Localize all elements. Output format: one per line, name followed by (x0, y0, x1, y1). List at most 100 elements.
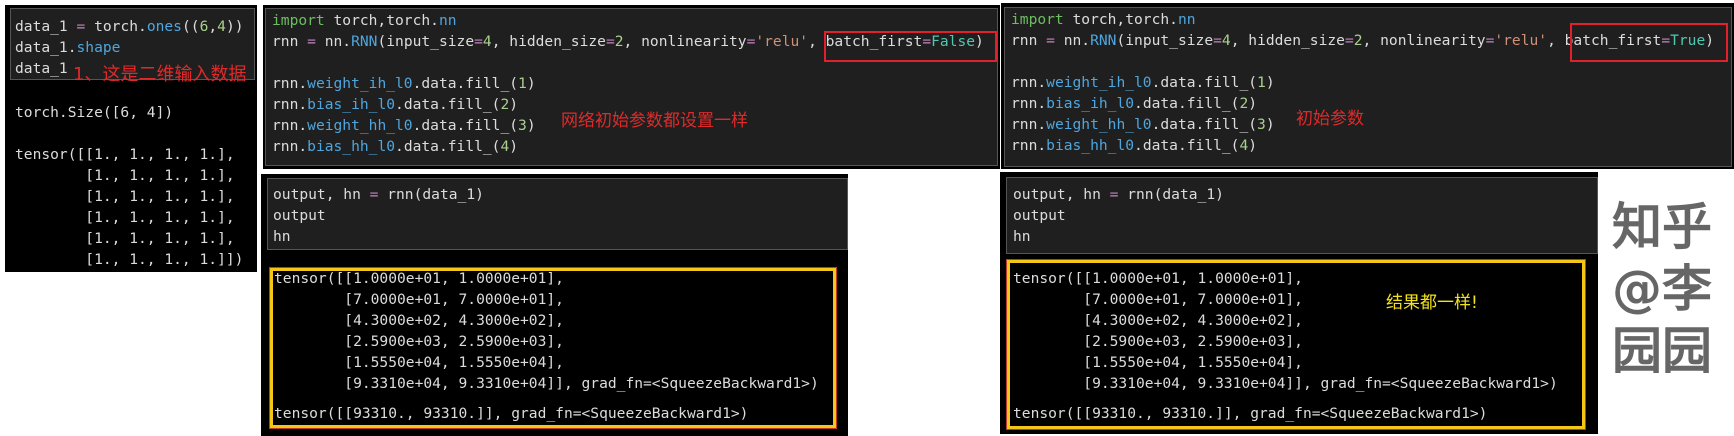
code-token: ) (1265, 116, 1275, 133)
code-token: .data.fill_( (1151, 74, 1258, 91)
code-line: [1., 1., 1., 1.], (15, 165, 243, 186)
code-token: torch,torch. (324, 12, 439, 29)
code-line: output (1013, 205, 1224, 226)
code-token: 'relu' (755, 33, 809, 50)
code-token: [7.0000e+01, 7.0000e+01], (1013, 291, 1303, 308)
code-token: rnn. (272, 75, 308, 92)
right-annotation: 初始参数 (1296, 109, 1364, 129)
code-line: rnn.bias_ih_l0.data.fill_(2) (1011, 93, 1714, 114)
code-token: [1.5550e+04, 1.5550e+04], (274, 354, 564, 371)
middle-setup-cell[interactable] (265, 8, 998, 166)
code-token: [4.3000e+02, 4.3000e+02], (274, 312, 564, 329)
code-token: , nonlinearity (1362, 32, 1486, 49)
code-token: .data.fill_( (395, 96, 501, 113)
code-token: bias_hh_l0 (307, 138, 396, 155)
code-token: = (369, 186, 379, 203)
code-token: ) (975, 33, 984, 50)
code-token: 4 (500, 138, 510, 155)
code-token: = (1344, 32, 1354, 49)
code-token: , batch_first (1547, 32, 1662, 49)
middle-output-highlight (269, 267, 837, 429)
code-line: rnn = nn.RNN(input_size=4, hidden_size=2… (1011, 30, 1714, 51)
code-line: import torch,torch.nn (1011, 9, 1714, 30)
code-line: rnn.bias_hh_l0.data.fill_(4) (272, 136, 984, 157)
code-line: output (273, 205, 484, 226)
code-token: rnn. (1011, 116, 1047, 133)
code-token: tensor([[1.0000e+01, 1.0000e+01], (1013, 270, 1303, 287)
code-line: [1.5550e+04, 1.5550e+04], (1013, 352, 1558, 373)
code-token: RNN (1090, 32, 1117, 49)
code-line: [1., 1., 1., 1.], (15, 228, 243, 249)
code-token: shape (76, 39, 121, 56)
code-line: tensor([[1., 1., 1., 1.], (15, 144, 243, 165)
code-token: nn (438, 12, 457, 29)
middle-run-panel (261, 174, 848, 436)
code-token: weight_ih_l0 (307, 75, 413, 92)
code-line: [1., 1., 1., 1.]]) (15, 249, 243, 270)
code-line: tensor([[93310., 93310.]], grad_fn=<Sque… (1013, 403, 1487, 424)
code-token: rnn. (272, 96, 308, 113)
left-notebook-panel (5, 5, 257, 272)
code-token: = (922, 33, 932, 50)
code-token: (( (181, 18, 200, 35)
batch-first-true-highlight (1570, 23, 1728, 62)
code-token: 2 (1353, 32, 1363, 49)
code-line: import torch,torch.nn (272, 10, 984, 31)
code-token: = (605, 33, 615, 50)
code-token: torch.Size([6, 4]) (15, 104, 174, 121)
code-token: output, hn (273, 186, 370, 203)
code-token: rnn. (272, 117, 308, 134)
right-run-cell[interactable] (1006, 177, 1598, 254)
code-token: [2.5900e+03, 2.5900e+03], (1013, 333, 1303, 350)
middle-run-cell[interactable] (267, 178, 848, 250)
code-token: ) (526, 117, 536, 134)
code-token: output (1013, 207, 1066, 224)
code-token: RNN (351, 33, 378, 50)
code-token: torch,torch. (1063, 11, 1178, 28)
code-line (15, 123, 243, 144)
code-line: [9.3310e+04, 9.3310e+04]], grad_fn=<Sque… (274, 373, 818, 394)
code-line: [9.3310e+04, 9.3310e+04]], grad_fn=<Sque… (1013, 373, 1557, 394)
code-token: .data.fill_( (1134, 95, 1240, 112)
code-token: [1., 1., 1., 1.], (15, 209, 235, 226)
code-line: rnn = nn.RNN(input_size=4, hidden_size=2… (272, 31, 984, 52)
code-token: = (1661, 32, 1671, 49)
right-setup-cell[interactable] (1004, 7, 1732, 167)
code-token: 4 (482, 33, 492, 50)
code-token: = (1213, 32, 1222, 49)
left-annotation: 1、这是二维输入数据 (73, 64, 247, 85)
code-token: 1 (1257, 74, 1266, 91)
code-token: rnn (1011, 32, 1047, 49)
code-token: ones (146, 18, 182, 35)
code-token: weight_hh_l0 (307, 117, 413, 134)
code-token: [7.0000e+01, 7.0000e+01], (274, 291, 564, 308)
code-token: [1.5550e+04, 1.5550e+04], (1013, 354, 1303, 371)
code-token: , (208, 18, 218, 35)
code-line: data_1 (15, 58, 244, 79)
code-token: .data.fill_( (1151, 116, 1258, 133)
code-line: rnn.weight_hh_l0.data.fill_(3) (272, 115, 984, 136)
code-token: bias_ih_l0 (1046, 95, 1135, 112)
code-token: rnn. (1011, 137, 1047, 154)
code-line: rnn.weight_hh_l0.data.fill_(3) (1011, 114, 1714, 135)
code-token: hn (1013, 228, 1031, 245)
code-token: bias_ih_l0 (307, 96, 396, 113)
code-token: = (76, 18, 86, 35)
code-token: )) (225, 18, 244, 35)
code-token: = (1109, 186, 1119, 203)
code-token: tensor([[93310., 93310.]], grad_fn=<Sque… (1013, 405, 1488, 422)
code-token: data_1. (15, 39, 77, 56)
code-token: import (1011, 11, 1064, 28)
code-token: 'relu' (1494, 32, 1548, 49)
code-line: rnn.weight_ih_l0.data.fill_(1) (1011, 72, 1714, 93)
code-token: , batch_first (808, 33, 923, 50)
left-input-cell[interactable] (10, 8, 255, 80)
code-token: 4 (1221, 32, 1231, 49)
code-token: data_1 (15, 18, 77, 35)
code-line: tensor([[1.0000e+01, 1.0000e+01], (1013, 268, 1558, 289)
code-line: tensor([[93310., 93310.]], grad_fn=<Sque… (274, 403, 748, 424)
code-line: tensor([[1.0000e+01, 1.0000e+01], (274, 268, 819, 289)
